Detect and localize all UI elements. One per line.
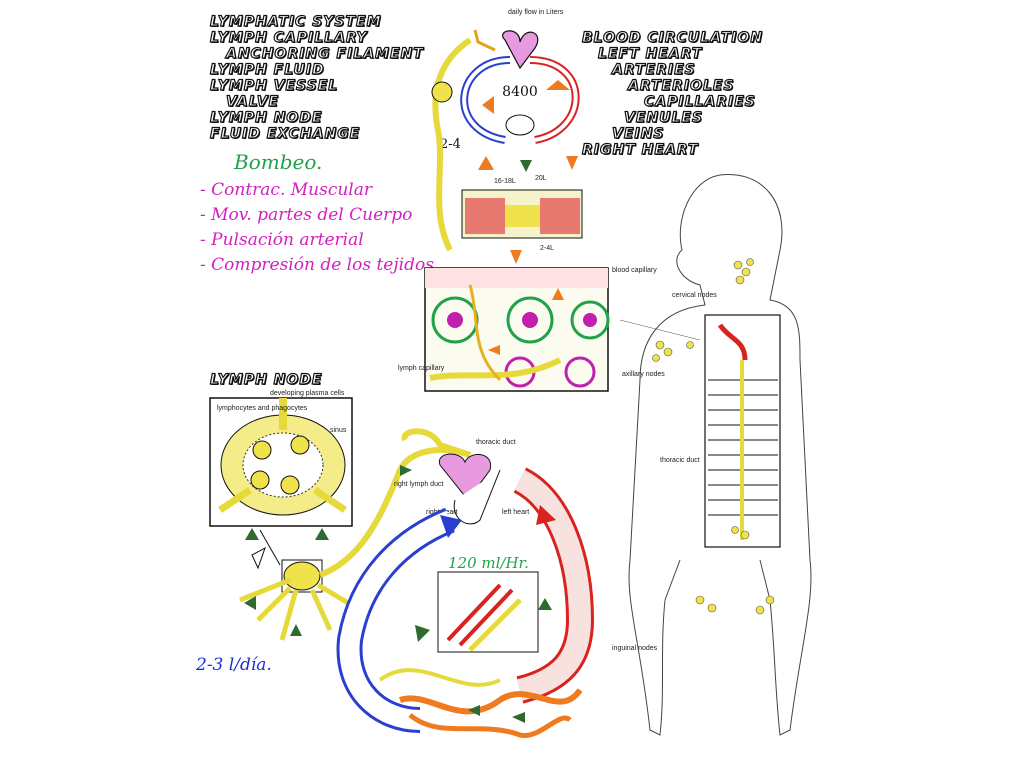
tissue-block <box>424 267 610 392</box>
right-lymph-duct-label: right lymph duct <box>394 481 443 488</box>
legend-lymph-node: LYMPH NODE <box>209 109 323 126</box>
legend-lymph-capillary: LYMPH CAPILLARY <box>209 29 368 46</box>
legend-lymph-fluid: LYMPH FLUID <box>209 61 325 78</box>
heart-icon <box>502 30 539 70</box>
cervical-nodes-label: cervical nodes <box>672 292 717 299</box>
circulation-loop <box>460 29 580 144</box>
down-arrow-icon <box>566 156 578 170</box>
body-lymph-nodes <box>652 258 775 615</box>
legend-right-heart: RIGHT HEART <box>581 141 699 158</box>
lymph-capillary-label: lymph capillary <box>398 365 445 372</box>
inset-box <box>437 571 539 653</box>
per-day-label: 2-3 l/día. <box>195 655 272 675</box>
legend-fluid-exchange: FLUID EXCHANGE <box>209 125 361 142</box>
bombeo-item-1: - Contrac. Muscular <box>200 180 373 200</box>
blood-legend: BLOOD CIRCULATION LEFT HEART ARTERIES AR… <box>581 29 764 158</box>
lymphocytes-label: lymphocytes and phagocytes <box>217 405 308 412</box>
legend-anchoring-filament: ANCHORING FILAMENT <box>225 45 424 62</box>
lung-capillary-icon <box>505 114 535 136</box>
down-arrow-icon <box>510 250 522 264</box>
legend-capillaries: CAPILLARIES <box>643 93 756 110</box>
flow-arrow-icon <box>546 80 570 90</box>
vein-arrow-icon <box>440 515 462 538</box>
blood-capillary-label: blood capillary <box>612 267 657 274</box>
two-four-label: 2-4 <box>440 137 461 152</box>
legend-arterioles: ARTERIOLES <box>627 77 735 94</box>
daily-flow-label: daily flow in Liters <box>508 9 564 16</box>
bombeo-item-3: - Pulsación arterial <box>200 230 364 250</box>
lower-heart <box>401 428 501 525</box>
big-number-label: 8400 <box>502 84 538 100</box>
lymphatic-title: LYMPHATIC SYSTEM <box>209 13 382 30</box>
lymph-node-section <box>209 397 353 527</box>
legend-venules: VENULES <box>623 109 704 126</box>
bombeo-title: Bombeo. <box>234 150 323 174</box>
body-figure <box>628 173 812 736</box>
lymph-node-small-icon <box>431 81 453 103</box>
up-arrow-icon <box>478 156 494 170</box>
legend-lymph-vessel: LYMPH VESSEL <box>209 77 339 94</box>
bombeo-item-4: - Compresión de los tejidos <box>200 255 434 275</box>
artery-arrow-icon <box>536 505 556 525</box>
sinus-label: sinus <box>330 427 347 434</box>
capillary-bed <box>461 156 583 239</box>
left-heart-label: left heart <box>502 509 529 516</box>
capillary-web <box>399 688 583 715</box>
green-arrows <box>244 465 552 723</box>
legend-veins: VEINS <box>611 125 665 142</box>
flow-rate-label: 120 ml/Hr. <box>448 554 529 572</box>
legend-valve: VALVE <box>225 93 280 110</box>
axillary-nodes-label: axillary nodes <box>622 371 665 378</box>
thoracic-duct-body-label: thoracic duct <box>660 457 700 464</box>
flow-arrow-icon <box>482 96 494 114</box>
green-arrow-icon <box>415 625 430 642</box>
flow-20-label: 20L <box>535 175 547 182</box>
pointer-arrow-icon <box>251 546 266 570</box>
inguinal-nodes-label: inguinal nodes <box>612 645 658 652</box>
lymph-vessel-top <box>432 37 472 252</box>
flow-2-4-label: 2-4L <box>540 245 554 252</box>
legend-left-heart: LEFT HEART <box>597 45 703 62</box>
bombeo-item-2: - Mov. partes del Cuerpo <box>200 205 413 225</box>
developing-plasma-label: developing plasma cells <box>270 390 345 397</box>
legend-arteries: ARTERIES <box>611 61 696 78</box>
blood-title: BLOOD CIRCULATION <box>581 29 764 46</box>
bombeo-notes: Bombeo. - Contrac. Muscular - Mov. parte… <box>200 150 434 278</box>
down-arrow-icon <box>520 160 532 172</box>
thoracic-duct-label: thoracic duct <box>476 439 516 446</box>
lymph-node-icon <box>283 561 321 591</box>
lymph-node-title: LYMPH NODE <box>209 371 323 388</box>
lymphatic-legend: LYMPHATIC SYSTEM LYMPH CAPILLARY ANCHORI… <box>209 13 424 142</box>
flow-16-18-label: 16-18L <box>494 178 516 185</box>
